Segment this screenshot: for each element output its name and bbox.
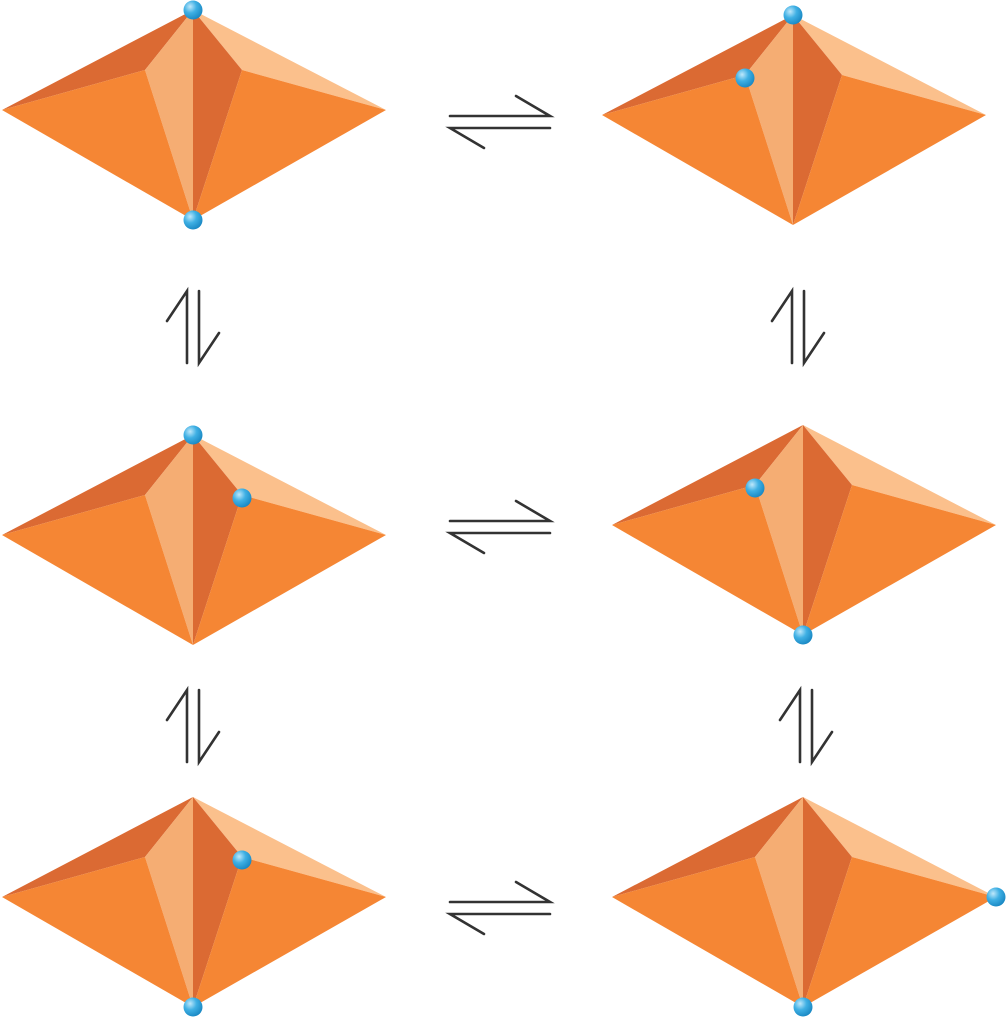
atom-back-right [232, 850, 252, 870]
front-right-face [193, 70, 386, 220]
back-left-face [2, 10, 193, 110]
atom-top [183, 0, 203, 20]
equilibrium-arrow-left-col-1 [165, 286, 221, 368]
atom-top [783, 5, 803, 25]
center-left-face [145, 797, 193, 1007]
harpoon-reverse [445, 531, 552, 555]
harpoon-reverse [445, 912, 552, 936]
atom-back-left [745, 478, 765, 498]
center-right-face [793, 15, 842, 225]
front-left-face [2, 857, 193, 1007]
back-right-face [803, 797, 996, 897]
atom-right [986, 887, 1006, 907]
bipyramid-row3-right [612, 797, 1006, 1017]
center-left-face [755, 797, 803, 1007]
front-right-face [193, 495, 386, 645]
bipyramid-row2-right [612, 425, 996, 645]
harpoon-forward [448, 880, 555, 904]
harpoon-up [165, 685, 189, 764]
equilibrium-arrow-left-col-2 [165, 685, 221, 767]
back-left-face [612, 797, 803, 897]
harpoon-up [770, 286, 794, 365]
back-right-face [793, 15, 986, 115]
atom-bottom [793, 997, 813, 1017]
harpoon-down [802, 289, 826, 368]
center-left-face [145, 10, 193, 220]
back-left-face [2, 435, 193, 535]
front-right-face [193, 857, 386, 1007]
center-right-face [803, 797, 852, 1007]
equilibrium-arrow-right-col-1 [770, 286, 826, 368]
center-right-face [193, 797, 242, 1007]
harpoon-forward [448, 94, 555, 118]
back-left-face [602, 15, 793, 115]
equilibrium-arrow-row2 [445, 499, 555, 555]
center-right-face [193, 435, 242, 645]
bipyramid-row2-left [2, 425, 386, 645]
center-left-face [145, 435, 193, 645]
atom-bottom [183, 210, 203, 230]
bipyramid-row1-left [2, 0, 386, 230]
front-right-face [803, 485, 996, 635]
front-left-face [2, 70, 193, 220]
front-left-face [612, 857, 803, 1007]
harpoon-down [810, 688, 834, 767]
back-right-face [193, 797, 386, 897]
atom-back-right [232, 488, 252, 508]
front-left-face [2, 495, 193, 645]
center-left-face [755, 425, 803, 635]
back-left-face [2, 797, 193, 897]
harpoon-down [197, 289, 221, 368]
atom-back-left [735, 68, 755, 88]
center-left-face [745, 15, 793, 225]
back-left-face [612, 425, 803, 525]
harpoon-up [778, 685, 802, 764]
back-right-face [193, 10, 386, 110]
equilibrium-arrow-row1 [445, 94, 555, 150]
center-right-face [193, 10, 242, 220]
harpoon-up [165, 286, 189, 365]
harpoon-forward [448, 499, 555, 523]
atom-top [183, 425, 203, 445]
equilibrium-arrow-right-col-2 [778, 685, 834, 767]
bipyramid-row3-left [2, 797, 386, 1017]
center-right-face [803, 425, 852, 635]
atom-bottom [183, 997, 203, 1017]
harpoon-reverse [445, 126, 552, 150]
bipyramid-row1-right [602, 5, 986, 225]
front-left-face [602, 75, 793, 225]
front-left-face [612, 485, 803, 635]
back-right-face [803, 425, 996, 525]
harpoon-down [197, 688, 221, 767]
front-right-face [793, 75, 986, 225]
front-right-face [803, 857, 996, 1007]
back-right-face [193, 435, 386, 535]
equilibrium-arrow-row3 [445, 880, 555, 936]
atom-bottom [793, 625, 813, 645]
